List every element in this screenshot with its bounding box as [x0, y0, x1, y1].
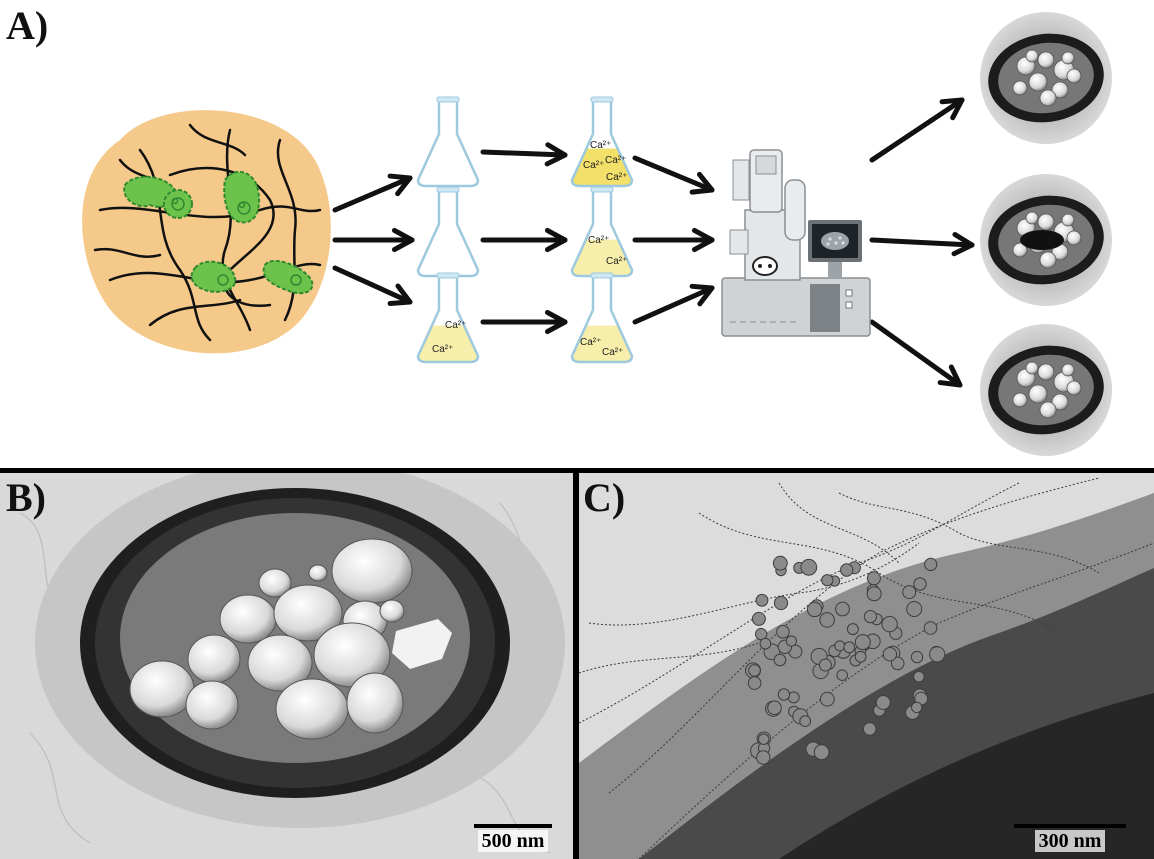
arrow-icon — [332, 173, 413, 213]
arrow-icon — [632, 155, 715, 195]
arrow-icon — [632, 283, 715, 325]
tem-circle-image — [980, 324, 1112, 456]
panel-a-schematic: Ca²⁺Ca²⁺Ca²⁺Ca²⁺Ca²⁺Ca²⁺Ca²⁺Ca²⁺Ca²⁺Ca²⁺ — [82, 12, 1112, 456]
panel-c-tem-image — [579, 473, 1154, 859]
tem-circle-image — [980, 174, 1112, 306]
calcium-ion-label: Ca²⁺ — [445, 320, 466, 331]
calcium-ion-label: Ca²⁺ — [588, 235, 609, 246]
panel-c-scale-bar: 300 nm — [1010, 824, 1130, 853]
arrow-icon — [480, 227, 568, 253]
calcium-ion-label: Ca²⁺ — [583, 160, 604, 171]
calcium-ion-label: Ca²⁺ — [606, 256, 627, 267]
spore-tem-micrograph — [0, 473, 573, 859]
arrow-icon — [332, 227, 415, 253]
arrow-icon — [632, 227, 715, 253]
calcium-ion-label: Ca²⁺ — [602, 347, 623, 358]
arrows-group — [332, 97, 975, 388]
panel-c-label: C) — [583, 475, 626, 520]
panel-a-label: A) — [6, 3, 49, 48]
flasks-group: Ca²⁺Ca²⁺Ca²⁺Ca²⁺Ca²⁺Ca²⁺Ca²⁺Ca²⁺Ca²⁺Ca²⁺ — [416, 96, 634, 364]
vertical-divider — [573, 468, 579, 859]
arrow-icon — [869, 232, 975, 257]
calcium-ion-label: Ca²⁺ — [590, 140, 611, 151]
erlenmeyer-flask-icon: Ca²⁺Ca²⁺Ca²⁺Ca²⁺ — [570, 96, 634, 188]
arrow-icon — [480, 142, 568, 167]
calcium-ion-label: Ca²⁺ — [580, 337, 601, 348]
electron-microscope-icon — [721, 149, 871, 337]
arrow-icon — [480, 309, 568, 335]
panel-c-scale-label: 300 nm — [1034, 830, 1106, 852]
erlenmeyer-flask-icon: Ca²⁺ Ca²⁺ — [570, 186, 634, 278]
erlenmeyer-flask-icon: Ca²⁺Ca²⁺ — [570, 272, 634, 364]
tem-circle-image — [980, 12, 1112, 144]
arrow-icon — [869, 319, 963, 388]
panel-b-scale-bar: 500 nm — [468, 824, 558, 853]
panel-b-scale-label: 500 nm — [477, 830, 549, 852]
calcium-ion-label: Ca²⁺ — [606, 172, 627, 183]
erlenmeyer-flask-icon: Ca²⁺ Ca²⁺ — [416, 272, 480, 364]
arrow-icon — [869, 97, 965, 163]
erlenmeyer-flask-icon — [416, 96, 480, 188]
arrow-icon — [332, 265, 413, 306]
panel-b-label: B) — [6, 475, 46, 520]
cell-wall-tem-micrograph — [579, 473, 1154, 859]
panel-b-tem-image — [0, 473, 573, 859]
biofilm-icon — [82, 110, 331, 354]
erlenmeyer-flask-icon — [416, 186, 480, 278]
calcium-ion-label: Ca²⁺ — [432, 344, 453, 355]
calcium-ion-label: Ca²⁺ — [605, 155, 626, 166]
tem-result-images — [980, 12, 1112, 456]
